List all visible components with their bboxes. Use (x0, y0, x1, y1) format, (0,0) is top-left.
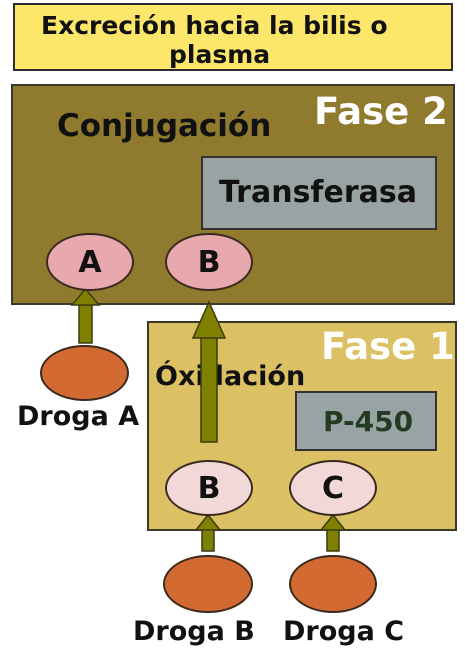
p450-label: P-450 (323, 405, 414, 438)
drug-b-ellipse (163, 555, 253, 613)
arrow-drugc-to-c (319, 513, 347, 552)
phase2-title: Fase 2 (314, 90, 448, 133)
transferase-label: Transferasa (219, 175, 417, 210)
metabolite-b-phase2: B (165, 233, 253, 291)
phase1-title: Fase 1 (321, 325, 455, 368)
metabolite-a-phase2: A (46, 233, 134, 291)
metabolite-a-label: A (78, 244, 102, 280)
metabolite-b-label: B (197, 244, 221, 280)
drug-a-ellipse (40, 345, 129, 401)
excretion-box: Excreción hacia la bilis o plasma (13, 3, 453, 71)
drug-c-ellipse (289, 555, 377, 613)
excretion-text-line2: plasma (169, 40, 271, 69)
metabolite-c-phase1: C (289, 460, 377, 516)
excretion-text-line1: Excreción hacia la bilis o (41, 11, 388, 40)
drug-b-label: Droga B (133, 616, 255, 647)
arrow-b-to-b (191, 300, 227, 443)
arrow-drugb-to-b (194, 513, 222, 552)
drug-a-label: Droga A (17, 401, 140, 432)
metabolite-b-phase1: B (165, 460, 253, 516)
metabolite-c-label: C (321, 470, 345, 506)
p450-enzyme-box: P-450 (295, 391, 437, 451)
arrow-druga-to-a (70, 287, 101, 344)
metabolite-b-phase1-label: B (197, 470, 221, 506)
transferase-enzyme-box: Transferasa (201, 156, 437, 230)
drug-c-label: Droga C (283, 616, 405, 647)
phase1-process-label: Óxidación (155, 361, 306, 392)
phase2-process-label: Conjugación (57, 108, 272, 144)
